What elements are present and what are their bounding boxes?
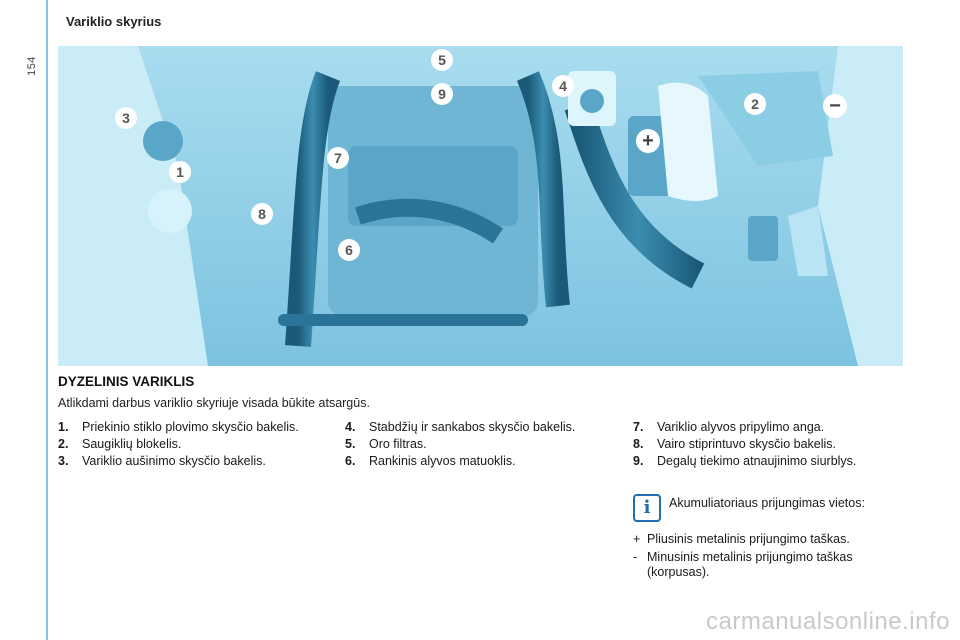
- legend-item: 7.Variklio alyvos pripylimo anga.: [633, 420, 825, 434]
- page-margin: [0, 0, 46, 640]
- margin-rule: [46, 0, 48, 640]
- callout-4: 4: [552, 75, 574, 97]
- svg-text:9: 9: [438, 86, 446, 102]
- legend-column-3: 7.Variklio alyvos pripylimo anga. 8.Vair…: [633, 420, 913, 471]
- callout-2: 2: [744, 93, 766, 115]
- legend-column-2: 4.Stabdžių ir sankabos skysčio bakelis. …: [345, 420, 585, 471]
- callout-7: 7: [327, 147, 349, 169]
- svg-text:6: 6: [345, 242, 353, 258]
- engine-bay-illustration: 5 9 4 2 3 7 1 8 6 + −: [58, 46, 903, 366]
- svg-text:2: 2: [751, 96, 759, 112]
- svg-text:4: 4: [559, 78, 567, 94]
- legend-item: 3.Variklio aušinimo skysčio bakelis.: [58, 454, 266, 468]
- callout-9: 9: [431, 83, 453, 105]
- legend-item: 9.Degalų tiekimo atnaujinimo siurblys.: [633, 454, 857, 468]
- callout-1: 1: [169, 161, 191, 183]
- svg-text:−: −: [829, 95, 841, 117]
- page-number: 154: [25, 56, 38, 76]
- svg-text:5: 5: [438, 52, 446, 68]
- callout-6: 6: [338, 239, 360, 261]
- legend-column-1: 1.Priekinio stiklo plovimo skysčio bakel…: [58, 420, 308, 471]
- plus-terminal-marker: +: [636, 129, 660, 153]
- svg-text:3: 3: [122, 110, 130, 126]
- callout-3: 3: [115, 107, 137, 129]
- minus-terminal-marker: −: [823, 94, 847, 118]
- section-title: Variklio skyrius: [66, 14, 162, 29]
- list-item: +Pliusinis metalinis prijungimo taškas.: [633, 532, 850, 546]
- watermark: carmanualsonline.info: [706, 608, 950, 635]
- legend-item: 1.Priekinio stiklo plovimo skysčio bakel…: [58, 420, 299, 434]
- info-text: Akumuliatoriaus prijungimas vietos:: [669, 496, 865, 510]
- legend-item: 6.Rankinis alyvos matuoklis.: [345, 454, 516, 468]
- battery-connection-list: +Pliusinis metalinis prijungimo taškas. …: [633, 532, 913, 583]
- svg-text:+: +: [642, 130, 654, 152]
- legend-item: 8.Vairo stiprintuvo skysčio bakelis.: [633, 437, 837, 451]
- legend-item: 4.Stabdžių ir sankabos skysčio bakelis.: [345, 420, 576, 434]
- info-note: i Akumuliatoriaus prijungimas vietos:: [633, 494, 865, 522]
- legend-item: 5.Oro filtras.: [345, 437, 427, 451]
- legend-item: 2.Saugiklių blokelis.: [58, 437, 182, 451]
- info-icon: i: [633, 494, 661, 522]
- callout-5: 5: [431, 49, 453, 71]
- list-item: -Minusinis metalinis prijungimo taškas (…: [633, 550, 853, 579]
- section-heading: DYZELINIS VARIKLIS: [58, 374, 195, 389]
- svg-text:7: 7: [334, 150, 342, 166]
- intro-text: Atlikdami darbus variklio skyriuje visad…: [58, 396, 370, 410]
- callout-8: 8: [251, 203, 273, 225]
- svg-text:1: 1: [176, 164, 184, 180]
- svg-text:8: 8: [258, 206, 266, 222]
